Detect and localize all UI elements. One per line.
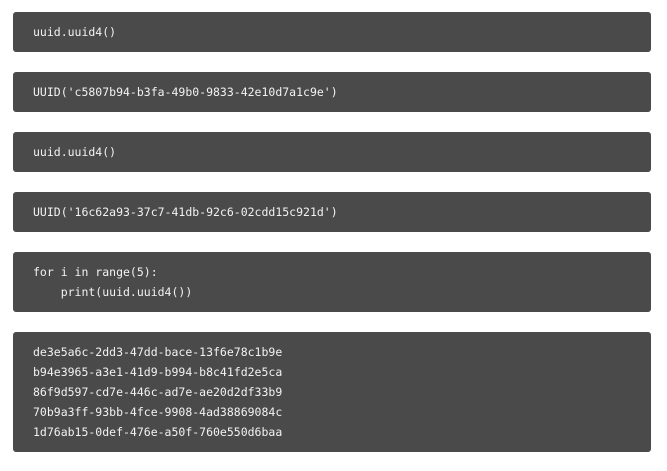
code-block-output-2: UUID('16c62a93-37c7-41db-92c6-02cdd15c92… [13, 192, 651, 232]
code-block-input-3: for i in range(5): print(uuid.uuid4()) [13, 252, 651, 312]
code-line: b94e3965-a3e1-41d9-b994-b8c41fd2e5ca [33, 365, 283, 379]
code-line: UUID('c5807b94-b3fa-49b0-9833-42e10d7a1c… [33, 85, 338, 99]
code-line: 86f9d597-cd7e-446c-ad7e-ae20d2df33b9 [33, 385, 283, 399]
code-line: print(uuid.uuid4()) [33, 285, 193, 299]
code-line: 70b9a3ff-93bb-4fce-9908-4ad38869084c [33, 405, 283, 419]
code-line: uuid.uuid4() [33, 145, 117, 159]
code-block-input-1: uuid.uuid4() [13, 12, 651, 52]
code-block-input-2: uuid.uuid4() [13, 132, 651, 172]
code-line: 1d76ab15-0def-476e-a50f-760e550d6baa [33, 425, 283, 439]
code-block-output-3: de3e5a6c-2dd3-47dd-bace-13f6e78c1b9e b94… [13, 332, 651, 452]
code-block-output-1: UUID('c5807b94-b3fa-49b0-9833-42e10d7a1c… [13, 72, 651, 112]
code-line: uuid.uuid4() [33, 25, 117, 39]
code-line: de3e5a6c-2dd3-47dd-bace-13f6e78c1b9e [33, 345, 283, 359]
code-line: for i in range(5): [33, 265, 158, 279]
code-line: UUID('16c62a93-37c7-41db-92c6-02cdd15c92… [33, 205, 338, 219]
